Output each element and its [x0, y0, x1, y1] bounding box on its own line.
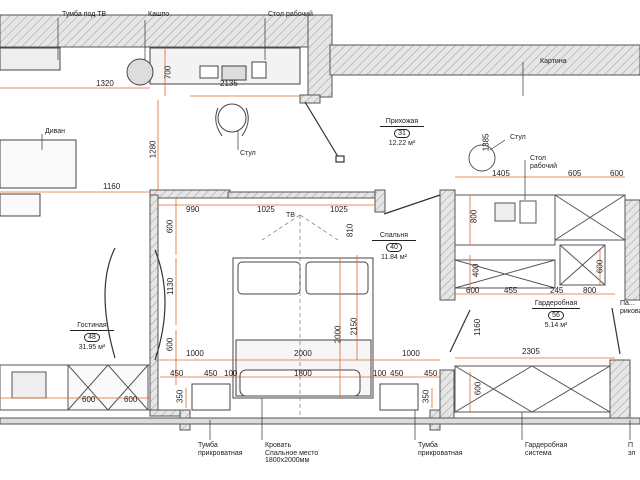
- room-label-bedroom: Спальня 40 11.84 м²: [372, 232, 416, 262]
- callout-desk: Стол рабочий: [268, 11, 313, 18]
- sofa: [0, 139, 77, 189]
- bedroom-furniture: [191, 257, 419, 411]
- tv-stand: [0, 47, 61, 71]
- walls: [0, 14, 640, 431]
- bedside-right: [379, 383, 419, 411]
- callout-planter: Кашпо: [148, 11, 170, 18]
- callout-tv: ТВ: [286, 212, 295, 219]
- callout-desk-right: Стол рабочий: [530, 155, 558, 170]
- room-label-hall: Прихожая 31 12.22 м²: [380, 118, 424, 148]
- partial-right-label: Па... рикова...: [620, 300, 640, 315]
- wardrobe-and-kitchen: [0, 144, 626, 413]
- callout-sofa: Диван: [45, 128, 66, 135]
- planter: [126, 58, 154, 86]
- room-label-living: Гостиная 48 31.95 м²: [70, 322, 114, 352]
- callout-tv-stand: Тумба под ТВ: [62, 11, 107, 18]
- callout-chair: Стул: [240, 150, 256, 157]
- room-label-wardrobe: Гардеробная 56 5.14 м²: [532, 300, 580, 330]
- tv-lines: [261, 214, 339, 418]
- doors: [104, 101, 621, 361]
- leader-lines: [41, 18, 631, 440]
- living-room-furniture: [0, 47, 301, 217]
- callout-painting: Картина: [540, 58, 567, 65]
- bedside-left: [191, 383, 231, 411]
- dimension-lines: [0, 48, 625, 412]
- callout-chair-right: Стул: [510, 134, 526, 141]
